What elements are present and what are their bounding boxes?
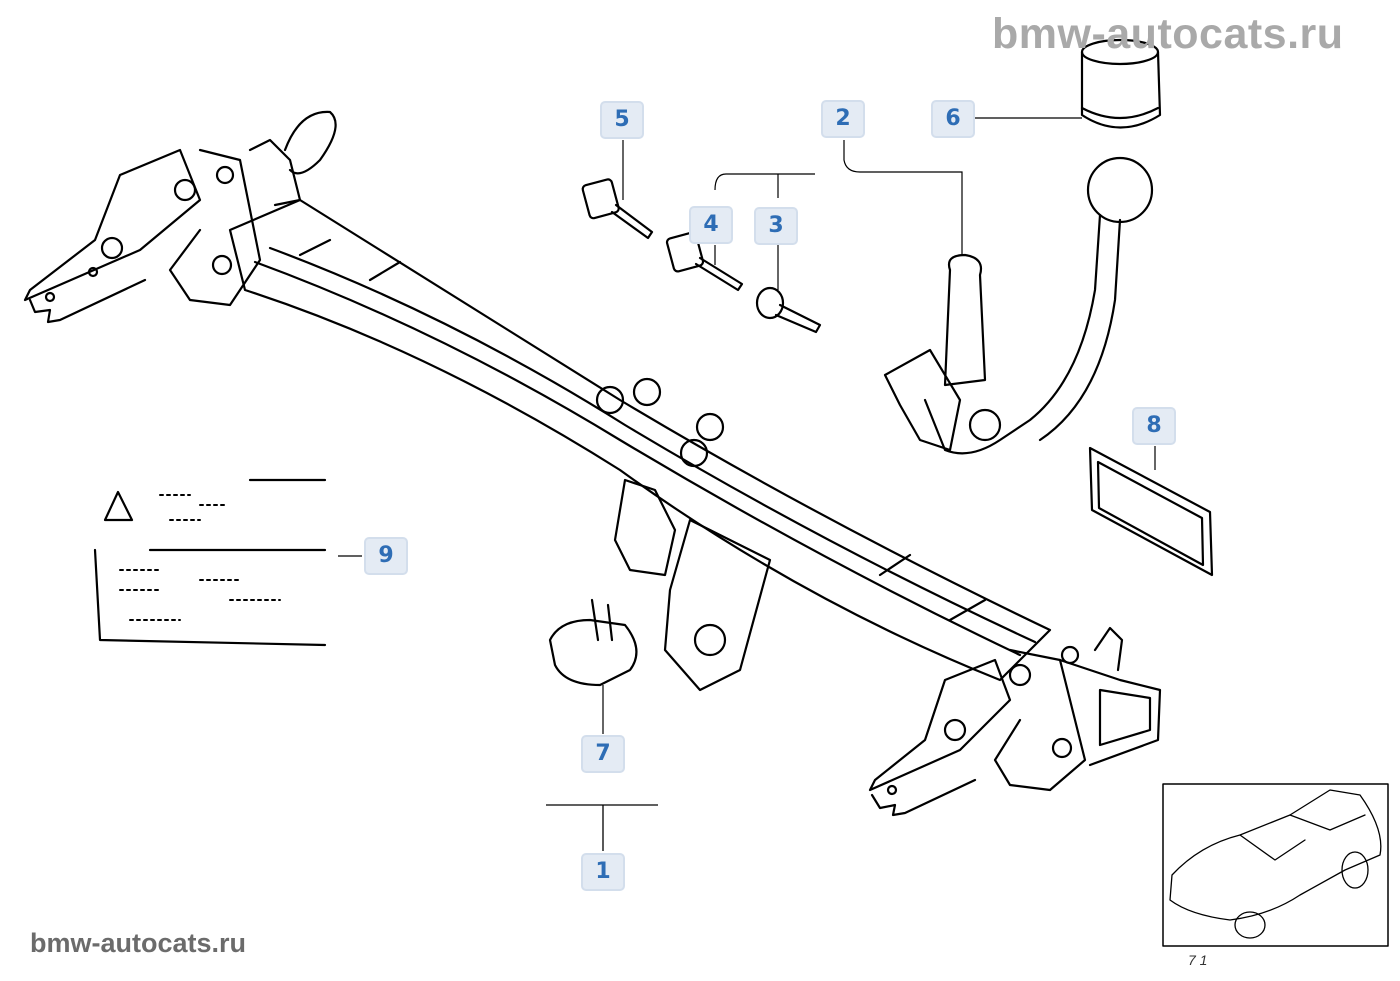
callout-7[interactable]: 7 — [581, 735, 625, 773]
lock-cylinder-3 — [755, 286, 822, 334]
left-mounting-bracket — [23, 110, 337, 324]
callout-2[interactable]: 2 — [821, 100, 865, 138]
callout-3[interactable]: 3 — [754, 207, 798, 245]
socket-cover — [548, 598, 638, 687]
callout-9[interactable]: 9 — [364, 537, 408, 575]
leader-lines — [338, 117, 1156, 851]
key-4 — [665, 231, 744, 292]
callout-5[interactable]: 5 — [600, 101, 644, 139]
warning-label — [93, 478, 327, 647]
watermark-top: bmw-autocats.ru — [992, 10, 1344, 58]
detachable-ball-neck — [883, 156, 1154, 455]
cover-plate — [1088, 446, 1214, 577]
callout-8[interactable]: 8 — [1132, 407, 1176, 445]
callout-1[interactable]: 1 — [581, 853, 625, 891]
center-bolts — [595, 377, 725, 468]
callout-4[interactable]: 4 — [689, 206, 733, 244]
car-thumbnail — [1162, 783, 1389, 947]
key-5 — [581, 178, 654, 240]
thumbnail-code: 7 1 — [1188, 952, 1208, 968]
right-mounting-bracket — [868, 626, 1162, 817]
watermark-bottom: bmw-autocats.ru — [30, 928, 247, 958]
callout-6[interactable]: 6 — [931, 100, 975, 138]
warning-triangle-icon — [103, 490, 134, 522]
tow-bar-beam — [228, 198, 1052, 682]
socket-holder — [613, 478, 772, 692]
protective-cap — [1080, 38, 1162, 129]
